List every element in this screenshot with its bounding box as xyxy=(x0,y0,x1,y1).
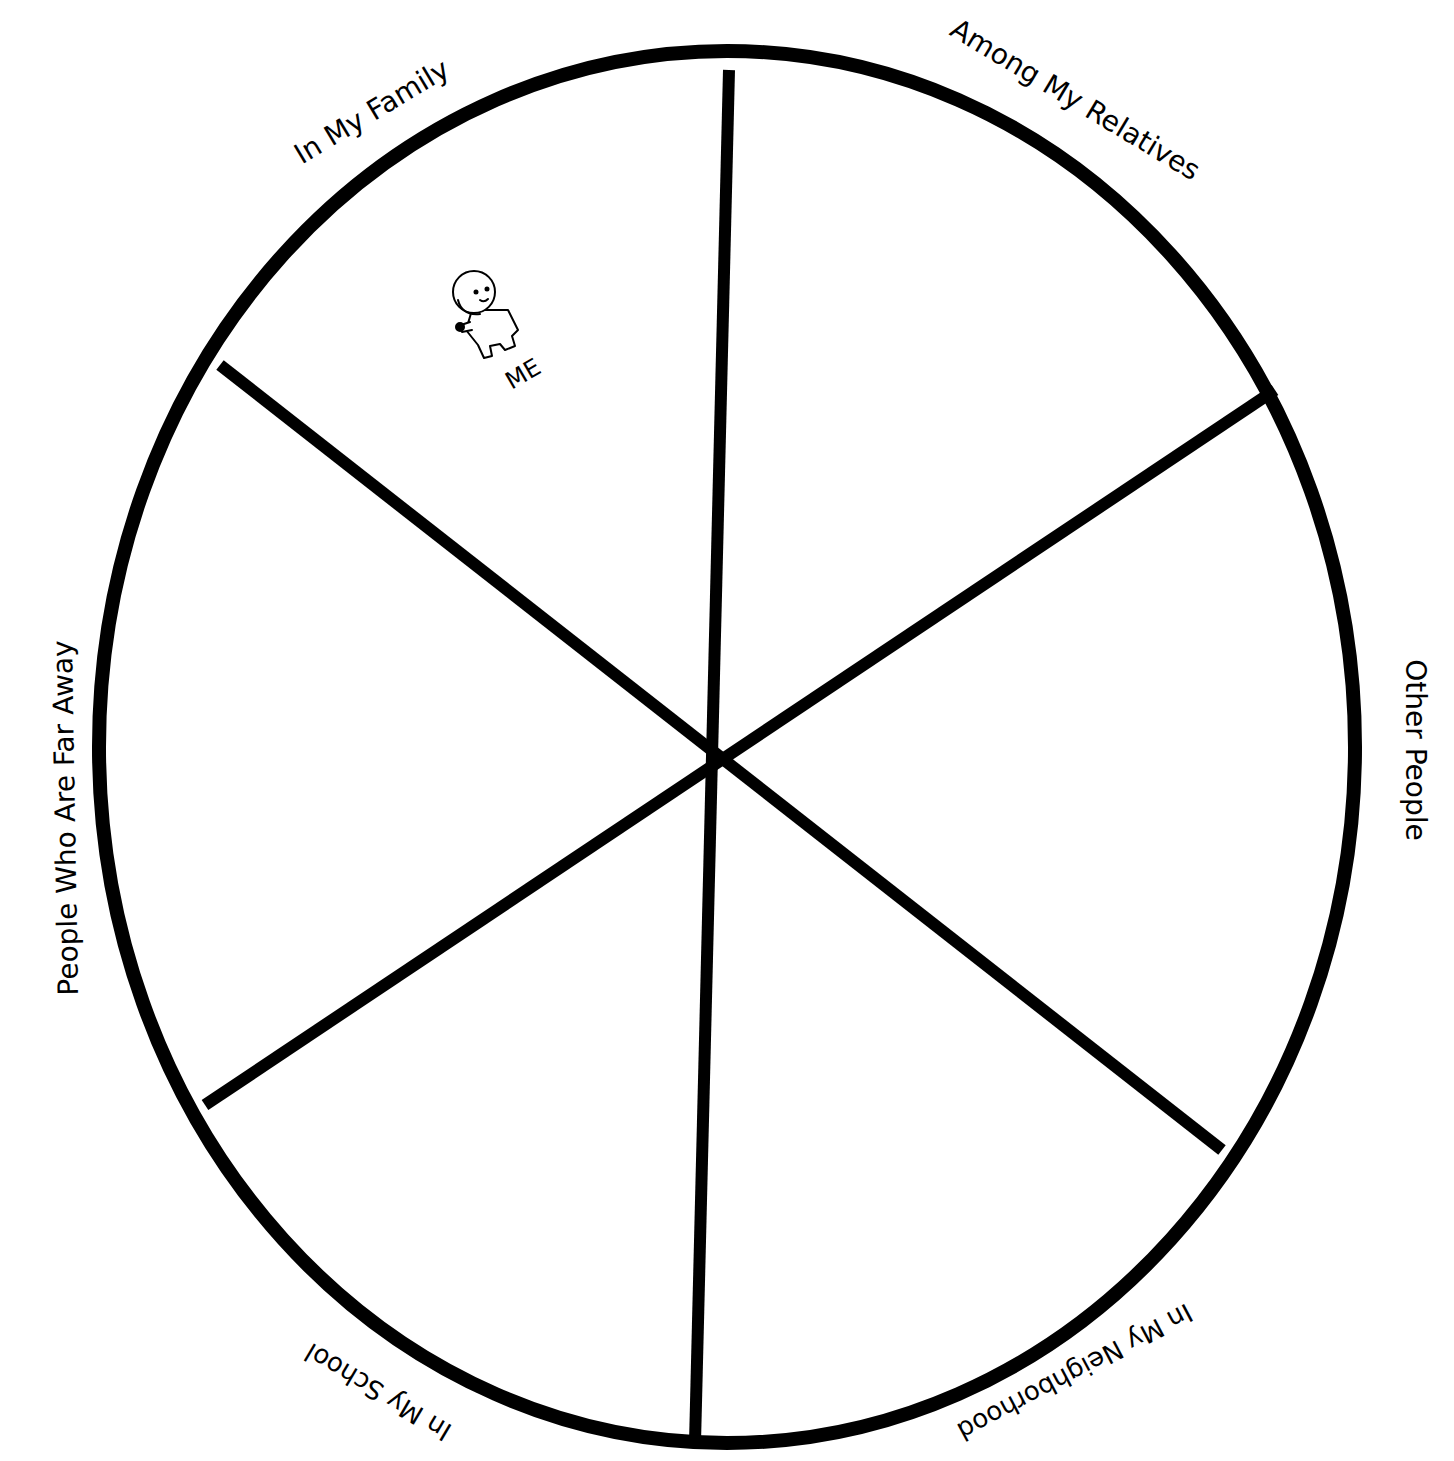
sector-label: In My School xyxy=(301,1339,456,1446)
figure-eye xyxy=(486,288,489,291)
figure-label: ME xyxy=(501,355,544,394)
sector-label: In My Neighborhood xyxy=(953,1299,1196,1445)
figure-hair xyxy=(458,300,480,314)
wheel-outline xyxy=(99,51,1355,1443)
figure-head xyxy=(453,271,495,313)
sector-label: Among My Relatives xyxy=(946,15,1205,186)
figure-mouth xyxy=(480,299,488,301)
figure-body xyxy=(466,310,518,358)
sector-label: In My Family xyxy=(290,55,454,169)
child-figure xyxy=(453,271,518,358)
figure-eye xyxy=(475,291,478,294)
figure-flower xyxy=(456,323,464,331)
sector-label: People Who Are Far Away xyxy=(49,640,83,996)
wheel-spoke xyxy=(205,390,1275,1105)
sector-label: Other People xyxy=(1401,659,1429,840)
